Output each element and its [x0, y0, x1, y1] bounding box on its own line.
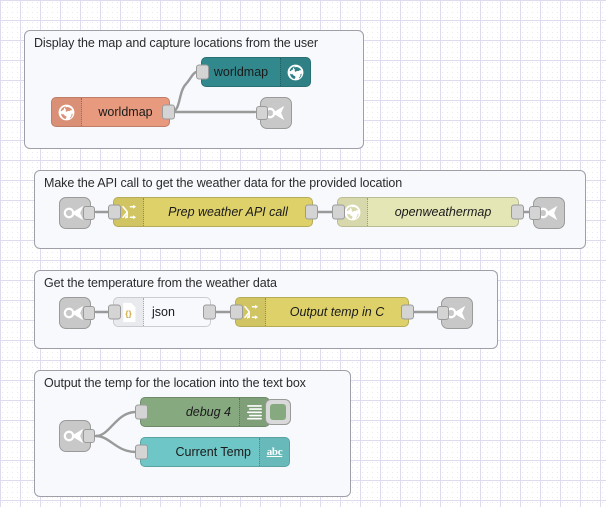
- globe-icon: [52, 98, 82, 126]
- shuffle-icon-glyph: [243, 304, 258, 320]
- link-arrow-icon-glyph: [63, 428, 84, 444]
- input-port[interactable]: [529, 206, 541, 220]
- input-port[interactable]: [437, 306, 449, 320]
- node-label: json: [152, 305, 175, 319]
- output-port[interactable]: [305, 204, 318, 220]
- node-openweathermap[interactable]: openweathermap: [332, 197, 524, 227]
- output-port[interactable]: [401, 304, 414, 320]
- globe-icon-glyph: [287, 64, 304, 80]
- node-label: worldmap: [213, 65, 269, 79]
- input-port[interactable]: [196, 64, 209, 80]
- output-port[interactable]: [511, 204, 524, 220]
- output-port[interactable]: [83, 429, 95, 443]
- input-port[interactable]: [256, 106, 268, 120]
- link-arrow-icon-glyph: [63, 305, 84, 321]
- debug-toggle-knob: [270, 404, 286, 420]
- node-label: openweathermap: [394, 205, 492, 219]
- group-display-map[interactable]: Display the map and capture locations fr…: [24, 30, 364, 149]
- abc-icon: abc: [259, 438, 289, 466]
- globe-icon-glyph: [58, 104, 75, 120]
- link-arrow-icon-glyph: [63, 205, 84, 221]
- debug-list-icon: [239, 398, 269, 426]
- link-out-group3[interactable]: [437, 297, 473, 329]
- group-label: Display the map and capture locations fr…: [34, 36, 318, 50]
- link-out-group2[interactable]: [529, 197, 565, 229]
- output-port[interactable]: [83, 306, 95, 320]
- input-port[interactable]: [332, 204, 345, 220]
- node-label: worldmap: [98, 105, 153, 119]
- shuffle-icon-glyph: [121, 204, 136, 220]
- node-label: debug 4: [185, 405, 231, 419]
- svg-text:{}: {}: [125, 308, 132, 318]
- node-prep-weather-api-call[interactable]: Prep weather API call: [108, 197, 318, 227]
- input-port[interactable]: [135, 404, 148, 420]
- node-output-temp-in-c[interactable]: Output temp in C: [230, 297, 414, 327]
- node-label: Output temp in C: [289, 305, 385, 319]
- node-label: Prep weather API call: [168, 205, 288, 219]
- group-label: Output the temp for the location into th…: [44, 376, 306, 390]
- output-port[interactable]: [83, 206, 95, 220]
- group-label: Get the temperature from the weather dat…: [44, 276, 277, 290]
- globe-icon: [280, 58, 310, 86]
- debug-list-icon-glyph: [247, 404, 262, 420]
- input-port[interactable]: [135, 444, 148, 460]
- globe-icon-glyph: [344, 204, 361, 220]
- abc-icon-glyph: abc: [266, 446, 283, 458]
- input-port[interactable]: [230, 304, 243, 320]
- node-json[interactable]: {} json: [108, 297, 216, 327]
- output-port[interactable]: [203, 304, 216, 320]
- link-in-group3[interactable]: [59, 297, 95, 329]
- node-label: Current Temp: [175, 445, 252, 459]
- input-port[interactable]: [108, 304, 121, 320]
- link-in-group2[interactable]: [59, 197, 95, 229]
- node-current-temp[interactable]: Current Temp abc: [135, 437, 290, 467]
- link-out-group1[interactable]: [256, 97, 292, 129]
- debug-toggle-button[interactable]: [265, 399, 291, 425]
- group-label: Make the API call to get the weather dat…: [44, 176, 403, 190]
- group-output-temp[interactable]: Output the temp for the location into th…: [34, 370, 351, 497]
- output-port[interactable]: [162, 104, 175, 120]
- node-debug-4[interactable]: debug 4: [135, 397, 291, 427]
- json-braces-icon-glyph: {}: [123, 302, 136, 322]
- node-worldmap-out[interactable]: worldmap: [196, 57, 311, 87]
- input-port[interactable]: [108, 204, 121, 220]
- link-in-group4[interactable]: [59, 420, 95, 452]
- node-worldmap-in[interactable]: worldmap: [51, 97, 175, 127]
